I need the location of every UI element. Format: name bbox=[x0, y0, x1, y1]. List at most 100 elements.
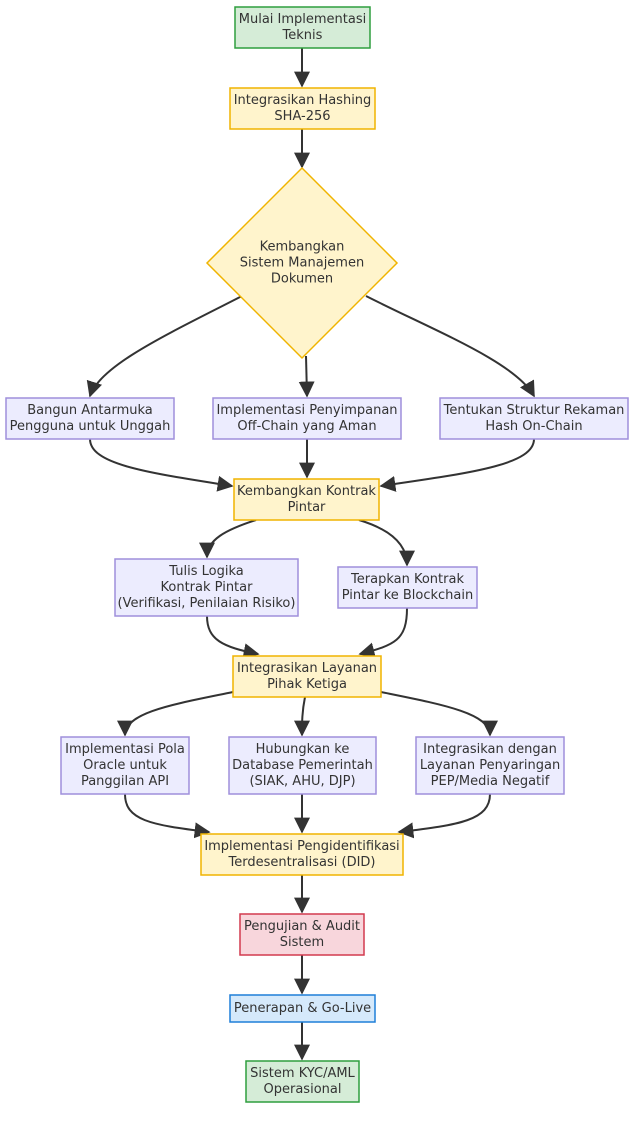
process-box bbox=[229, 87, 376, 130]
process-box bbox=[232, 655, 382, 698]
node-label-line: Penerapan & Go-Live bbox=[234, 1001, 371, 1016]
node-label-line: Implementasi Pengidentifikasi bbox=[204, 839, 399, 854]
edge-arrow-6 bbox=[89, 438, 234, 492]
node-golive: Penerapan & Go-Live bbox=[229, 994, 376, 1023]
node-label-line: Oracle untuk bbox=[83, 758, 167, 773]
edge-arrow-3 bbox=[86, 295, 243, 398]
node-label-line: Off-Chain yang Aman bbox=[237, 419, 376, 434]
node-label-line: Database Pemerintah bbox=[232, 758, 373, 773]
node-label-line: Tentukan Struktur Rekaman bbox=[443, 403, 625, 418]
edges bbox=[86, 48, 535, 1061]
edge-arrow-4 bbox=[298, 355, 315, 398]
node-label-line: Integrasikan dengan bbox=[423, 742, 557, 757]
edge-arrow-5 bbox=[365, 295, 535, 398]
process-box bbox=[439, 397, 629, 440]
process-box bbox=[233, 478, 380, 521]
node-label-line: Mulai Implementasi bbox=[239, 12, 367, 27]
node-label-line: PEP/Media Negatif bbox=[431, 774, 550, 789]
node-label-line: Sistem Manajemen bbox=[240, 256, 364, 271]
node-label-line: Hash On-Chain bbox=[485, 419, 582, 434]
node-label-line: Layanan Penyaringan bbox=[420, 758, 560, 773]
edge-arrow-14 bbox=[294, 696, 311, 737]
process-box bbox=[60, 736, 190, 795]
process-box bbox=[245, 1060, 360, 1103]
node-label-line: Operasional bbox=[264, 1082, 342, 1097]
node-label-line: Kembangkan Kontrak bbox=[237, 484, 376, 499]
process-box bbox=[239, 913, 365, 956]
edge-arrow-10 bbox=[358, 519, 415, 567]
process-box bbox=[228, 736, 377, 795]
node-label-line: Implementasi Pola bbox=[65, 742, 185, 757]
edge-arrow-15 bbox=[380, 691, 498, 737]
node-label-line: Sistem KYC/AML bbox=[250, 1066, 355, 1081]
process-box bbox=[5, 397, 175, 440]
node-label-line: Pengujian & Audit bbox=[244, 919, 360, 934]
node-label-line: Pengguna untuk Unggah bbox=[10, 419, 171, 434]
decision-diamond bbox=[205, 166, 399, 360]
process-box bbox=[234, 6, 371, 49]
node-label-line: Bangun Antarmuka bbox=[27, 403, 152, 418]
node-label-line: Integrasikan Layanan bbox=[237, 661, 377, 676]
node-label-line: SHA-256 bbox=[274, 109, 330, 124]
node-label-line: Tulis Logika bbox=[168, 564, 243, 579]
edge-arrow-11 bbox=[206, 615, 260, 660]
edge-arrow-13 bbox=[117, 691, 234, 737]
node-label-line: Integrasikan Hashing bbox=[234, 93, 372, 108]
node-label-line: Pintar bbox=[288, 500, 326, 515]
node-label-line: Pihak Ketiga bbox=[267, 677, 347, 692]
node-label-line: (Verifikasi, Penilaian Risiko) bbox=[118, 596, 296, 611]
node-label-line: Terdesentralisasi (DID) bbox=[228, 855, 376, 870]
node-label-line: Pintar ke Blockchain bbox=[342, 588, 474, 603]
edge-arrow-8 bbox=[379, 438, 535, 492]
node-label-line: Implementasi Penyimpanan bbox=[216, 403, 397, 418]
edge-arrow-16 bbox=[124, 793, 211, 839]
node-label-line: Terapkan Kontrak bbox=[350, 572, 464, 587]
process-box bbox=[212, 397, 402, 440]
edge-arrow-18 bbox=[397, 793, 491, 839]
process-box bbox=[114, 558, 299, 617]
node-label: Penerapan & Go-Live bbox=[234, 1001, 371, 1016]
node-label-line: Hubungkan ke bbox=[256, 742, 350, 757]
node-label-line: Panggilan API bbox=[81, 774, 169, 789]
node-label-line: Teknis bbox=[282, 28, 323, 43]
edge-arrow-9 bbox=[199, 519, 257, 559]
node-label-line: Sistem bbox=[280, 935, 324, 950]
node-label-line: Dokumen bbox=[271, 272, 333, 287]
node-label-line: (SIAK, AHU, DJP) bbox=[249, 774, 355, 789]
node-label-line: Kembangkan bbox=[260, 240, 345, 255]
node-label-line: Kontrak Pintar bbox=[161, 580, 254, 595]
process-box bbox=[200, 833, 404, 876]
edge-arrow-12 bbox=[358, 607, 408, 659]
